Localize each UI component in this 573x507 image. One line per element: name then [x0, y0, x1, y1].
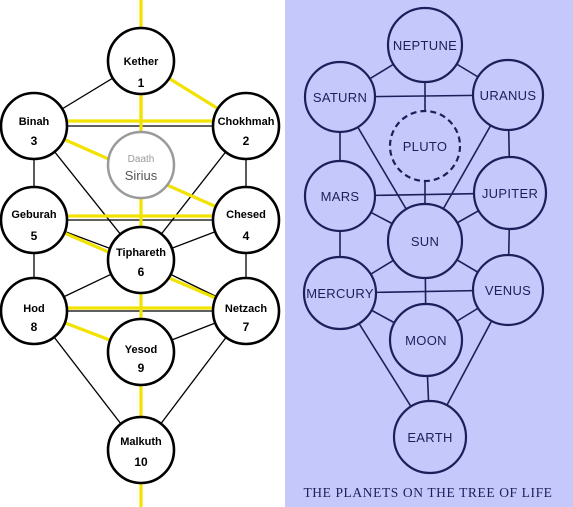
- sephirot-diagram: Daath Sirius Kether 1 Chokhmah 2 Binah 3…: [0, 0, 285, 507]
- planet-label-pluto: PLUTO: [403, 139, 448, 154]
- node-circle: [211, 276, 281, 346]
- node-name: Chokhmah: [218, 116, 275, 128]
- planet-circle-uranus: [471, 58, 545, 132]
- planet-circles: [302, 6, 548, 475]
- planet-circle-jupiter: [472, 155, 548, 231]
- planet-label-earth: EARTH: [407, 430, 452, 445]
- planet-label-mercury: MERCURY: [306, 286, 374, 301]
- node-number: 1: [138, 76, 145, 90]
- node-circle: [106, 317, 176, 387]
- node-circle: [0, 276, 69, 346]
- daath-label: Daath: [128, 154, 155, 165]
- node-number: 10: [134, 455, 148, 469]
- planet-circle-pluto: [388, 109, 462, 183]
- sephirah-malkuth: Malkuth 10: [106, 415, 176, 485]
- node-circle: [106, 26, 176, 96]
- planet-label-saturn: SATURN: [313, 90, 367, 105]
- figure-caption: THE PLANETS ON THE TREE OF LIFE: [303, 485, 552, 500]
- node-number: 9: [138, 361, 145, 375]
- planets-diagram: NEPTUNE SATURN URANUS PLUTO MARS JUPITER…: [285, 0, 573, 507]
- node-name: Tiphareth: [116, 247, 166, 259]
- sephirah-yesod: Yesod 9: [106, 317, 176, 387]
- node-name: Malkuth: [120, 436, 162, 448]
- sephirah-hod: Hod 8: [0, 276, 69, 346]
- daath-star-label: Sirius: [125, 168, 158, 183]
- planet-circle-mars: [303, 159, 377, 233]
- sephirah-tiphareth: Tiphareth 6: [106, 225, 176, 295]
- planet-circle-mercury: [302, 255, 378, 331]
- daath-circle: [106, 130, 176, 200]
- planet-label-uranus: URANUS: [480, 88, 537, 103]
- planet-label-venus: VENUS: [485, 283, 531, 298]
- node-circle: [0, 185, 69, 255]
- node-number: 5: [31, 229, 38, 243]
- node-number: 7: [243, 320, 250, 334]
- node-name: Chesed: [226, 209, 266, 221]
- node-number: 3: [31, 134, 38, 148]
- node-circle: [0, 91, 69, 161]
- planet-circle-venus: [471, 253, 545, 327]
- node-circle: [211, 91, 281, 161]
- node-number: 8: [31, 320, 38, 334]
- planet-label-jupiter: JUPITER: [482, 186, 538, 201]
- planet-circle-moon: [388, 302, 464, 378]
- planet-circle-earth: [392, 399, 468, 475]
- sephirah-geburah: Geburah 5: [0, 185, 69, 255]
- node-name: Geburah: [11, 209, 57, 221]
- node-name: Netzach: [225, 303, 267, 315]
- daath-node: Daath Sirius: [106, 130, 176, 200]
- planet-label-moon: MOON: [405, 333, 447, 348]
- planet-circle-sun: [386, 202, 464, 280]
- node-circle: [106, 225, 176, 295]
- planet-label-mars: MARS: [321, 189, 360, 204]
- planet-circle-neptune: [386, 6, 464, 84]
- planet-circle-saturn: [303, 60, 377, 134]
- node-circle: [211, 185, 281, 255]
- node-name: Hod: [23, 303, 44, 315]
- sephirah-chesed: Chesed 4: [211, 185, 281, 255]
- node-name: Binah: [19, 116, 50, 128]
- node-name: Yesod: [125, 344, 157, 356]
- planet-label-sun: SUN: [411, 234, 439, 249]
- sephirah-chokhmah: Chokhmah 2: [211, 91, 281, 161]
- sephirah-kether: Kether 1: [106, 26, 176, 96]
- node-name: Kether: [124, 56, 160, 68]
- node-circle: [106, 415, 176, 485]
- sephirah-netzach: Netzach 7: [211, 276, 281, 346]
- planet-label-neptune: NEPTUNE: [393, 38, 457, 53]
- node-number: 2: [243, 134, 250, 148]
- node-number: 4: [243, 229, 250, 243]
- node-number: 6: [138, 265, 145, 279]
- sephirah-binah: Binah 3: [0, 91, 69, 161]
